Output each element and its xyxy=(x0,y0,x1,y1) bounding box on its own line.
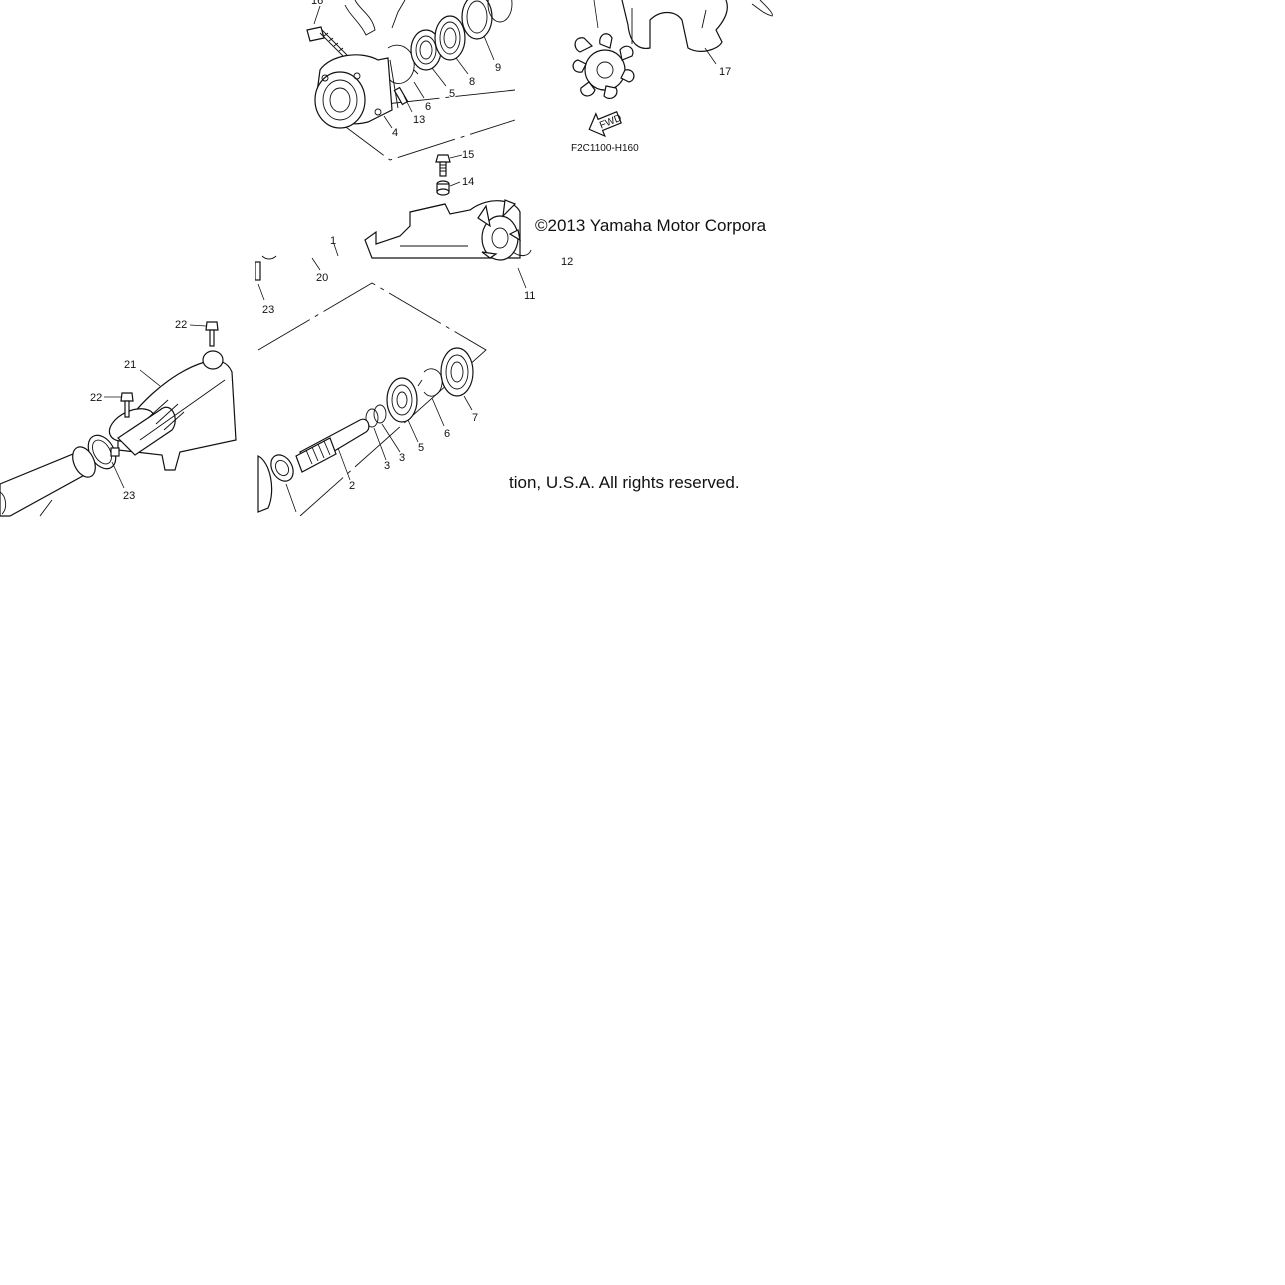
callout-5b: 5 xyxy=(418,442,424,454)
bolt-part-22b xyxy=(104,392,134,418)
stator-part xyxy=(477,199,521,261)
bolt-part-22a xyxy=(189,321,219,347)
circlip-part-6b xyxy=(417,368,443,397)
seal-part-9 xyxy=(461,0,493,40)
bearing-part-5b xyxy=(386,377,418,423)
callout-6b: 6 xyxy=(444,428,450,440)
impeller-part xyxy=(572,33,635,100)
bearing-part-7 xyxy=(440,347,474,397)
washer-part xyxy=(270,454,294,482)
nozzle-cover-assembly xyxy=(0,321,237,517)
callout-17: 17 xyxy=(719,66,731,78)
callout-labels: 16 4 13 6 5 8 9 17 F2C1100-H160 15 14 1 … xyxy=(90,0,731,502)
callout-12: 12 xyxy=(561,256,573,268)
callout-3b: 3 xyxy=(384,460,390,472)
callout-21: 21 xyxy=(124,359,136,371)
callout-23a: 23 xyxy=(262,304,274,316)
copyright-line-1: ©2013 Yamaha Motor Corpora xyxy=(535,216,767,235)
callout-15: 15 xyxy=(462,149,474,161)
housing-part-4 xyxy=(314,54,399,129)
figure-code: F2C1100-H160 xyxy=(571,143,639,154)
collar-part-14 xyxy=(436,180,450,196)
callout-13: 13 xyxy=(413,114,425,126)
middle-pump-assembly xyxy=(254,154,532,301)
copyright-line-2: tion, U.S.A. All rights reserved. xyxy=(509,473,740,492)
nozzle-cover-part-21 xyxy=(108,350,237,471)
bearing-part-5 xyxy=(410,29,442,71)
hose-part xyxy=(0,446,96,517)
callout-3a: 3 xyxy=(399,452,405,464)
callout-6a: 6 xyxy=(425,101,431,113)
callout-8: 8 xyxy=(469,76,475,88)
callout-1: 1 xyxy=(330,235,336,247)
callout-9: 9 xyxy=(495,62,501,74)
fwd-arrow-label: FWD xyxy=(598,113,623,132)
bolt-part-15 xyxy=(435,154,451,177)
bearing-part-8 xyxy=(434,15,466,61)
callout-2: 2 xyxy=(349,480,355,492)
shaft-part-2 xyxy=(295,418,370,473)
callout-23b: 23 xyxy=(123,490,135,502)
o-ring-part-3b xyxy=(365,408,379,428)
callout-16: 16 xyxy=(311,0,323,7)
callout-22a: 22 xyxy=(175,319,187,331)
callout-5a: 5 xyxy=(449,88,455,100)
upper-housing-assembly xyxy=(306,0,516,161)
callout-14: 14 xyxy=(462,176,474,188)
callout-20: 20 xyxy=(316,272,328,284)
circlip-part-6 xyxy=(387,44,419,84)
callout-11: 11 xyxy=(524,290,535,302)
o-ring-part-3a xyxy=(373,404,387,424)
bolt-part-16 xyxy=(306,26,348,59)
fwd-arrow-icon xyxy=(588,111,622,138)
callout-22b: 22 xyxy=(90,392,102,404)
callout-7: 7 xyxy=(472,412,478,424)
callout-4: 4 xyxy=(392,127,398,139)
pin-part-13 xyxy=(393,86,409,106)
shaft-assembly xyxy=(257,282,487,517)
impeller-and-cover-assembly xyxy=(572,0,773,138)
